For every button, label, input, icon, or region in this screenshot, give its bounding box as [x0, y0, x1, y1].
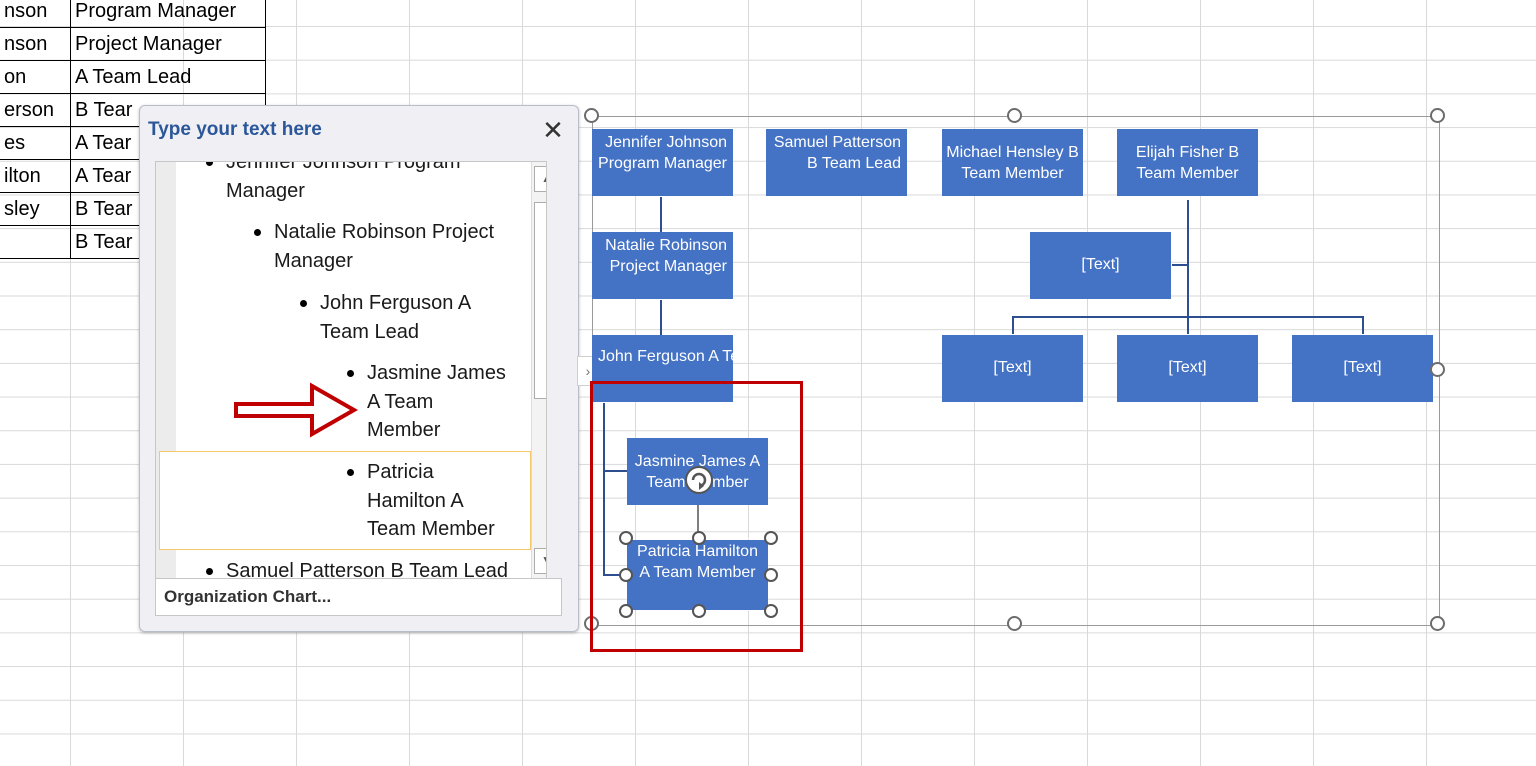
list-item[interactable]: Jennifer Johnson Program Manager: [206, 162, 486, 205]
arrow-icon: [234, 382, 359, 438]
bullet-icon: [300, 300, 307, 307]
cell-name[interactable]: ilton: [0, 159, 71, 193]
shape-resize-handle[interactable]: [692, 531, 706, 545]
connector-line: [660, 197, 662, 233]
shape-resize-handle[interactable]: [619, 568, 633, 582]
connector-line: [603, 403, 605, 575]
cell-name[interactable]: es: [0, 126, 71, 160]
resize-handle[interactable]: [1430, 362, 1445, 377]
connector-line: [1012, 316, 1014, 334]
pane-scrollbar[interactable]: ▲ ▼: [531, 162, 546, 578]
connector-line: [660, 300, 662, 335]
bullet-icon: [254, 229, 261, 236]
cell-role[interactable]: Project Manager: [70, 27, 266, 61]
shape-resize-handle[interactable]: [764, 531, 778, 545]
cell-name[interactable]: sley: [0, 192, 71, 226]
list-item[interactable]: Natalie Robinson Project Manager: [254, 218, 514, 275]
cell-name[interactable]: nson: [0, 27, 71, 61]
cell-role[interactable]: A Team Lead: [70, 60, 266, 94]
resize-handle[interactable]: [584, 108, 599, 123]
connector-line: [1187, 200, 1189, 318]
connector-line: [1362, 316, 1364, 334]
shape-resize-handle[interactable]: [692, 604, 706, 618]
org-box-patricia[interactable]: Patricia Hamilton A Team Member: [627, 540, 768, 610]
org-box-jennifer[interactable]: Jennifer Johnson Program Manager: [592, 129, 733, 196]
scroll-thumb[interactable]: [534, 202, 546, 399]
org-box-michael[interactable]: Michael Hensley B Team Member: [942, 129, 1083, 196]
cell-role[interactable]: Program Manager: [70, 0, 266, 28]
org-box-placeholder[interactable]: [Text]: [942, 335, 1083, 402]
connector-line: [697, 505, 699, 539]
list-item[interactable]: John Ferguson A Team Lead: [300, 289, 490, 346]
cell-name[interactable]: [0, 225, 71, 259]
bullet-icon: [206, 568, 213, 575]
org-box-placeholder[interactable]: [Text]: [1292, 335, 1433, 402]
shape-resize-handle[interactable]: [619, 531, 633, 545]
list-item[interactable]: Jasmine James A Team Member: [347, 359, 512, 445]
list-item[interactable]: Patricia Hamilton A Team Member: [347, 458, 512, 544]
footer-label: Organization Chart...: [164, 587, 332, 606]
cell-name[interactable]: nson: [0, 0, 71, 28]
list-item[interactable]: Samuel Patterson B Team Lead: [206, 557, 546, 578]
rotate-handle-icon[interactable]: [684, 465, 714, 495]
org-box-assistant-placeholder[interactable]: [Text]: [1030, 232, 1171, 299]
bullet-icon: [206, 162, 213, 166]
organization-chart-link[interactable]: Organization Chart...: [155, 578, 562, 616]
connector-line: [603, 470, 627, 472]
connector-line: [1187, 316, 1189, 334]
shape-resize-handle[interactable]: [764, 604, 778, 618]
resize-handle[interactable]: [1007, 108, 1022, 123]
connector-line: [603, 574, 627, 576]
org-box-natalie[interactable]: Natalie Robinson Project Manager: [592, 232, 733, 299]
scroll-down-icon[interactable]: ▼: [534, 548, 546, 574]
pane-text-list[interactable]: Jennifer Johnson Program Manager Natalie…: [155, 161, 547, 579]
bullet-icon: [347, 469, 354, 476]
shape-resize-handle[interactable]: [619, 604, 633, 618]
connector-line: [1172, 264, 1188, 266]
close-icon[interactable]: ✕: [542, 115, 564, 145]
resize-handle[interactable]: [1430, 108, 1445, 123]
org-box-placeholder[interactable]: [Text]: [1117, 335, 1258, 402]
smartart-text-pane[interactable]: Type your text here ✕ Jennifer Johnson P…: [139, 105, 579, 632]
resize-handle[interactable]: [1007, 616, 1022, 631]
cell-name[interactable]: on: [0, 60, 71, 94]
highlight-box: [590, 381, 803, 652]
org-box-samuel[interactable]: Samuel Patterson B Team Lead: [766, 129, 907, 196]
shape-resize-handle[interactable]: [764, 568, 778, 582]
org-box-elijah[interactable]: Elijah Fisher B Team Member: [1117, 129, 1258, 196]
pane-title: Type your text here: [148, 119, 322, 140]
org-box-john[interactable]: John Ferguson A Team Lead: [592, 335, 733, 402]
scroll-up-icon[interactable]: ▲: [534, 166, 546, 192]
cell-name[interactable]: erson: [0, 93, 71, 127]
resize-handle[interactable]: [1430, 616, 1445, 631]
bullet-icon: [347, 370, 354, 377]
selected-list-item: [159, 451, 531, 550]
